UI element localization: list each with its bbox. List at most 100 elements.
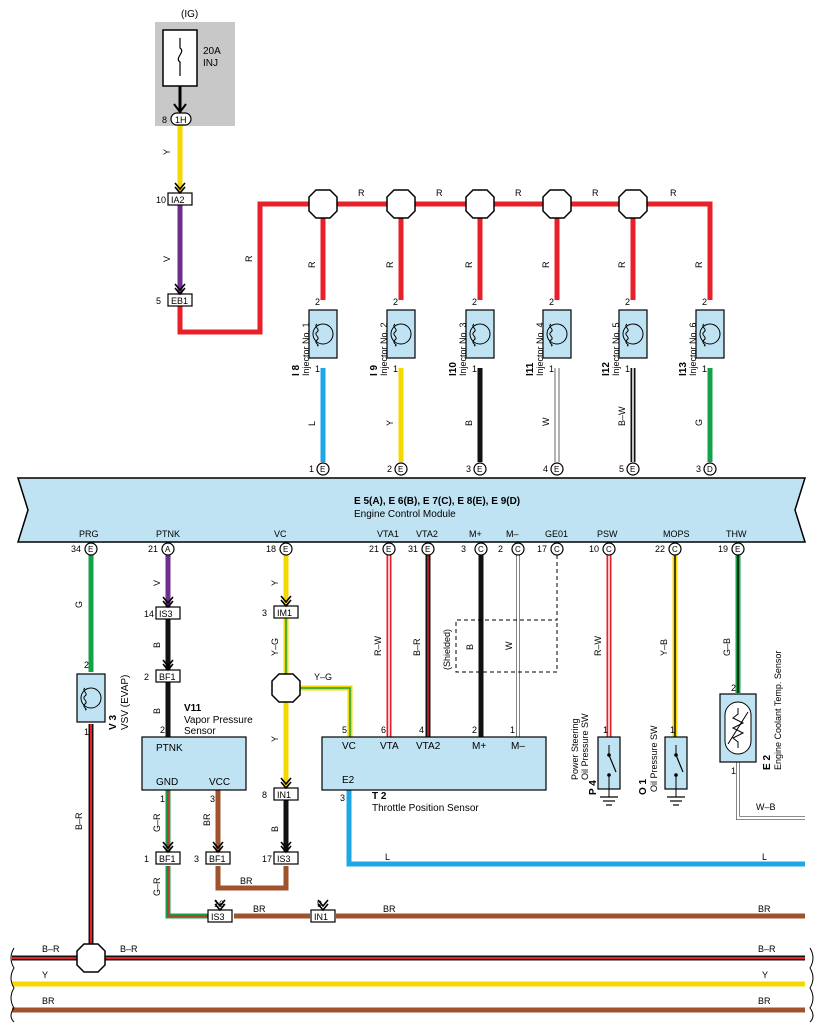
ecm-conn-letter: C bbox=[606, 545, 612, 554]
vapor-pin-gnd: 1 bbox=[160, 794, 165, 804]
ecm-pin-label: VTA2 bbox=[416, 529, 438, 539]
wire-label: R bbox=[592, 188, 599, 198]
switch-contact-icon bbox=[608, 754, 617, 773]
injector-pin-top: 2 bbox=[472, 297, 477, 307]
ecm-pin-number: 19 bbox=[718, 544, 728, 554]
ecm-pin-number: 31 bbox=[408, 544, 418, 554]
bus-bracket-right bbox=[809, 947, 814, 1023]
injector-pin-top: 2 bbox=[315, 297, 320, 307]
ecm-title: E 5(A), E 6(B), E 7(C), E 8(E), E 9(D) bbox=[354, 496, 520, 507]
ecm-conn-letter: E bbox=[398, 465, 403, 474]
ecm-conn-letter: E bbox=[283, 545, 288, 554]
vsv-coil-icon bbox=[76, 673, 106, 723]
wire-label: W bbox=[504, 641, 514, 650]
ecm-conn-letter: E bbox=[477, 465, 482, 474]
ecm-conn-letter: C bbox=[672, 545, 678, 554]
injector-pin-bot: 1 bbox=[702, 364, 707, 374]
ecm-conn-letter: E bbox=[554, 465, 559, 474]
wire-label: R bbox=[694, 261, 704, 268]
chevron-down-icon bbox=[162, 659, 174, 672]
ps-code: P 4 bbox=[588, 780, 599, 795]
junction-terminal-pin: 8 bbox=[162, 115, 167, 125]
ecm-pin-label: VC bbox=[274, 529, 287, 539]
tps-vta2: VTA2 bbox=[416, 741, 441, 752]
tps-pin-mp: 2 bbox=[472, 725, 477, 735]
wire-label: R bbox=[541, 261, 551, 268]
ecm-pin-number: 1 bbox=[309, 464, 314, 474]
wire-label: R–W bbox=[593, 635, 603, 656]
splice-point bbox=[542, 189, 572, 219]
wire-label: R bbox=[436, 188, 443, 198]
ecm-pin-number: 4 bbox=[543, 464, 548, 474]
chevron-down-icon bbox=[162, 596, 174, 609]
vapor-sensor-body bbox=[141, 736, 247, 791]
ect-name: Engine Coolant Temp. Sensor bbox=[773, 651, 783, 770]
wire-label: R bbox=[307, 261, 317, 268]
ground-icon bbox=[599, 788, 619, 806]
wire-label: Y–G bbox=[314, 672, 332, 682]
fuse-element-icon bbox=[177, 38, 183, 76]
vsv-code: V 3 bbox=[108, 715, 119, 730]
ecm-pin-circle bbox=[473, 462, 487, 476]
chevron-down-icon bbox=[174, 283, 186, 296]
wire-label: G–R bbox=[152, 813, 162, 832]
wire-label: R bbox=[244, 255, 254, 262]
splice-point bbox=[76, 943, 106, 973]
ground-icon bbox=[666, 788, 686, 806]
connector-id: IS3 bbox=[159, 609, 173, 619]
injector-pin-bot: 1 bbox=[625, 364, 630, 374]
splice-point bbox=[271, 673, 301, 703]
wire-label: L bbox=[762, 852, 767, 862]
wire-label: V bbox=[162, 256, 172, 262]
wire-label: Y–B bbox=[659, 639, 669, 656]
vapor-ptnk: PTNK bbox=[156, 743, 183, 754]
ecm-pin-number: 5 bbox=[619, 464, 624, 474]
connector-pin: 9 bbox=[317, 899, 322, 909]
tps-vta: VTA bbox=[380, 741, 399, 752]
ecm-pin-circle bbox=[550, 462, 564, 476]
ecm-conn-letter: E bbox=[320, 465, 325, 474]
wire-label: B bbox=[152, 708, 162, 714]
splice-point bbox=[308, 189, 338, 219]
ecm-pin-number: 3 bbox=[466, 464, 471, 474]
injector-name: Injector No. 3 bbox=[458, 322, 468, 376]
chevron-down-icon bbox=[280, 841, 292, 854]
ecm-pin-number: 21 bbox=[369, 544, 379, 554]
ecm-pin-circle bbox=[84, 542, 98, 556]
tps-e2: E2 bbox=[342, 775, 355, 786]
injector-code: I 8 bbox=[291, 364, 302, 376]
ecm-pin-circle bbox=[703, 462, 717, 476]
vapor-name2: Sensor bbox=[184, 726, 216, 737]
wire-label: BR bbox=[42, 996, 55, 1006]
connector-pin: 2 bbox=[144, 672, 149, 682]
fuse-name: INJ bbox=[203, 58, 218, 69]
ecm-conn-letter: E bbox=[386, 545, 391, 554]
vsv-pin-bot: 1 bbox=[84, 727, 89, 737]
wire-label: Y–G bbox=[270, 638, 280, 656]
ecm-conn-letter: E bbox=[425, 545, 430, 554]
ecm-pin-label: GE01 bbox=[545, 529, 568, 539]
ecm-pin-number: 2 bbox=[498, 544, 503, 554]
wire-label: R bbox=[670, 188, 677, 198]
oil-pin: 1 bbox=[670, 725, 675, 735]
ecm-pin-circle bbox=[421, 542, 435, 556]
wire-label: W bbox=[541, 417, 551, 426]
chevron-down-icon bbox=[162, 841, 174, 854]
ecm-pin-circle bbox=[668, 542, 682, 556]
injector-pin-bot: 1 bbox=[549, 364, 554, 374]
wire-label: Y bbox=[385, 420, 395, 426]
wire-label: BR bbox=[758, 904, 771, 914]
